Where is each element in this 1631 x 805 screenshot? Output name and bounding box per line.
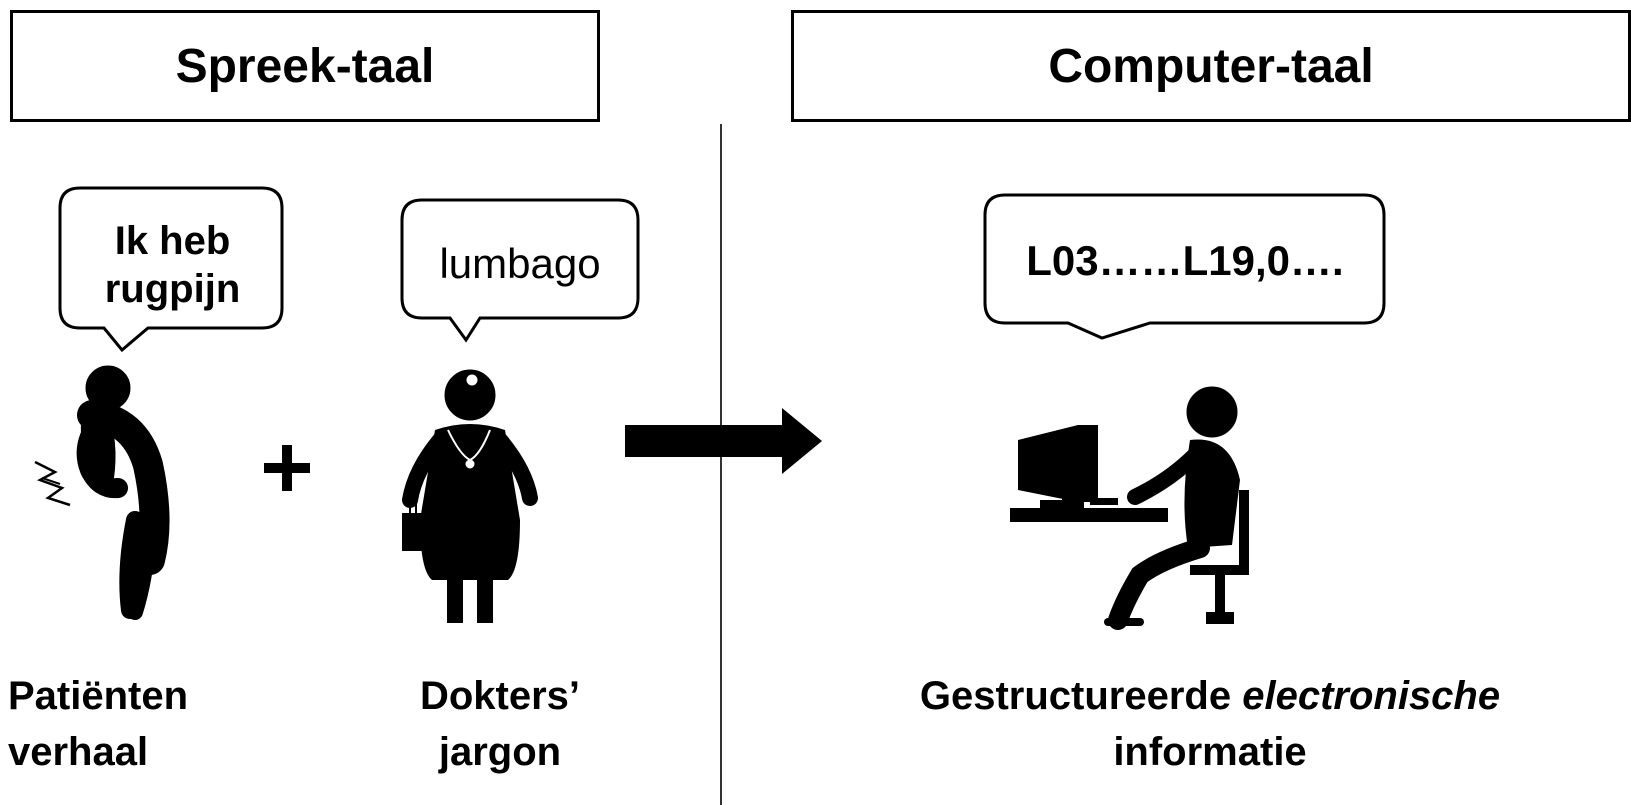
computer-caption-main: Gestructureerde	[919, 674, 1243, 718]
arrow-right-icon	[625, 408, 822, 474]
spreek-taal-header: Spreek-taal	[10, 10, 600, 122]
doctor-speech-text: lumbago	[439, 239, 601, 287]
computer-taal-header: Computer-taal	[791, 10, 1631, 122]
computer-code-text: L03……L19,0….	[1026, 237, 1344, 285]
doctor-icon	[402, 369, 538, 623]
spreek-taal-title: Spreek-taal	[175, 39, 435, 93]
computer-caption-line2: informatie	[1113, 730, 1307, 774]
patient-speech-text: Ik heb rugpijn	[104, 219, 241, 311]
doctor-caption: Dokters’ jargon	[419, 674, 581, 774]
person-at-computer-icon	[1010, 386, 1249, 630]
computer-taal-title: Computer-taal	[1048, 39, 1374, 93]
computer-caption-emphasis: electronische	[1242, 674, 1501, 718]
patient-back-pain-icon	[34, 365, 170, 620]
plus-operator	[264, 445, 310, 491]
speech-bubble-computer	[983, 193, 1386, 340]
patient-caption: Patiënten verhaal	[8, 674, 189, 774]
speech-bubble-patient	[58, 186, 284, 353]
computer-caption: Gestructureerde electronische informatie	[860, 668, 1560, 780]
section-divider	[720, 124, 722, 805]
speech-bubble-doctor	[400, 198, 640, 343]
